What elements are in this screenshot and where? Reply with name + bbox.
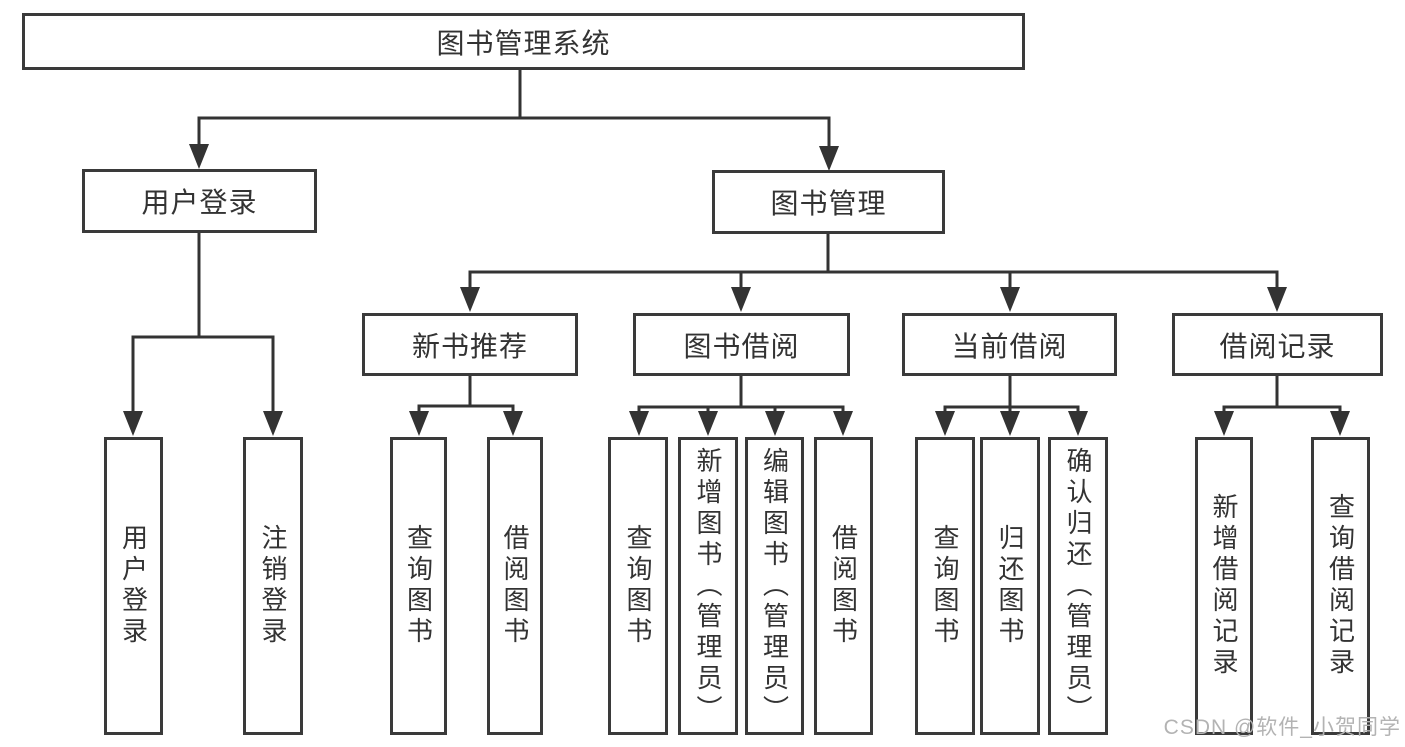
leaf-label: 确认归还（管理员） (1063, 446, 1093, 726)
arrowheads (123, 144, 1350, 436)
leaf-borrow-books-newrec: 借阅图书 (487, 437, 543, 735)
leaf-label: 新增图书（管理员） (693, 446, 723, 726)
leaf-label: 查询图书 (930, 524, 960, 648)
node-user-login: 用户登录 (82, 169, 317, 233)
leaf-logout-login: 注销登录 (243, 437, 303, 735)
leaf-borrow-books: 借阅图书 (814, 437, 873, 735)
leaf-label: 查询借阅记录 (1325, 493, 1356, 679)
leaf-label: 归还图书 (995, 524, 1025, 648)
node-new-book-recommend: 新书推荐 (362, 313, 578, 376)
node-book-management: 图书管理 (712, 170, 945, 234)
leaf-label: 查询图书 (403, 524, 434, 648)
node-book-borrow: 图书借阅 (633, 313, 850, 376)
csdn-watermark: CSDN @软件_小贺同学 (1163, 716, 1401, 739)
leaf-label: 新增借阅记录 (1209, 493, 1239, 679)
node-root-system: 图书管理系统 (22, 13, 1025, 70)
leaf-user-login: 用户登录 (104, 437, 163, 735)
node-current-borrow: 当前借阅 (902, 313, 1117, 376)
leaf-query-books-current: 查询图书 (915, 437, 975, 735)
leaf-edit-books-admin: 编辑图书（管理员） (745, 437, 804, 735)
leaf-label: 注销登录 (258, 524, 288, 648)
leaf-query-books-borrow: 查询图书 (608, 437, 668, 735)
leaf-query-books-newrec: 查询图书 (390, 437, 447, 735)
node-borrow-records: 借阅记录 (1172, 313, 1383, 376)
leaf-label: 查询图书 (623, 524, 653, 648)
leaf-add-books-admin: 新增图书（管理员） (678, 437, 738, 735)
leaf-query-borrow-record: 查询借阅记录 (1311, 437, 1370, 735)
leaf-label: 借阅图书 (500, 524, 530, 648)
leaf-label: 编辑图书（管理员） (759, 446, 790, 726)
leaf-confirm-return-admin: 确认归还（管理员） (1048, 437, 1108, 735)
leaf-label: 用户登录 (118, 524, 149, 648)
leaf-return-books: 归还图书 (980, 437, 1040, 735)
leaf-add-borrow-record: 新增借阅记录 (1195, 437, 1253, 735)
leaf-label: 借阅图书 (828, 524, 859, 648)
